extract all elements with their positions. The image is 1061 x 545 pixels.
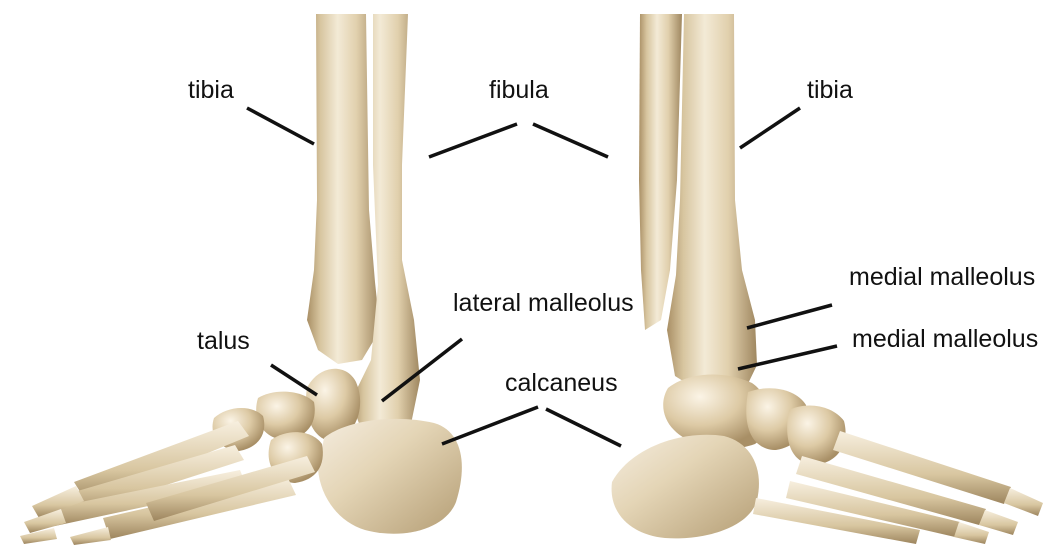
label-medial-malleolus-upper: medial malleolus [849, 265, 1035, 290]
label-calcaneus: calcaneus [505, 371, 618, 396]
right-tibia-shaft [667, 14, 757, 396]
right-cuneiform [787, 406, 845, 465]
left-ankle-illustration [20, 14, 462, 545]
leader-tibia-left [247, 108, 314, 144]
leader-calcaneus-left [442, 407, 538, 444]
leader-medial-malleolus-upper [747, 305, 832, 328]
right-calcaneus [612, 435, 759, 539]
left-calcaneus [318, 419, 462, 534]
label-talus: talus [197, 329, 250, 354]
label-tibia-right: tibia [807, 78, 853, 103]
left-tibia-shaft [307, 14, 380, 364]
label-lateral-malleolus: lateral malleolus [453, 291, 634, 316]
right-toe-1 [1004, 488, 1043, 516]
leader-calcaneus-right [546, 409, 621, 446]
left-tarsal-1 [256, 392, 315, 440]
leader-fibula-left [429, 124, 517, 157]
left-toe-4 [70, 527, 111, 545]
leader-fibula-right [533, 124, 608, 157]
label-tibia-left: tibia [188, 78, 234, 103]
label-medial-malleolus-lower: medial malleolus [852, 327, 1038, 352]
leader-tibia-right [740, 108, 800, 148]
leader-talus [271, 365, 317, 395]
label-fibula: fibula [489, 78, 549, 103]
